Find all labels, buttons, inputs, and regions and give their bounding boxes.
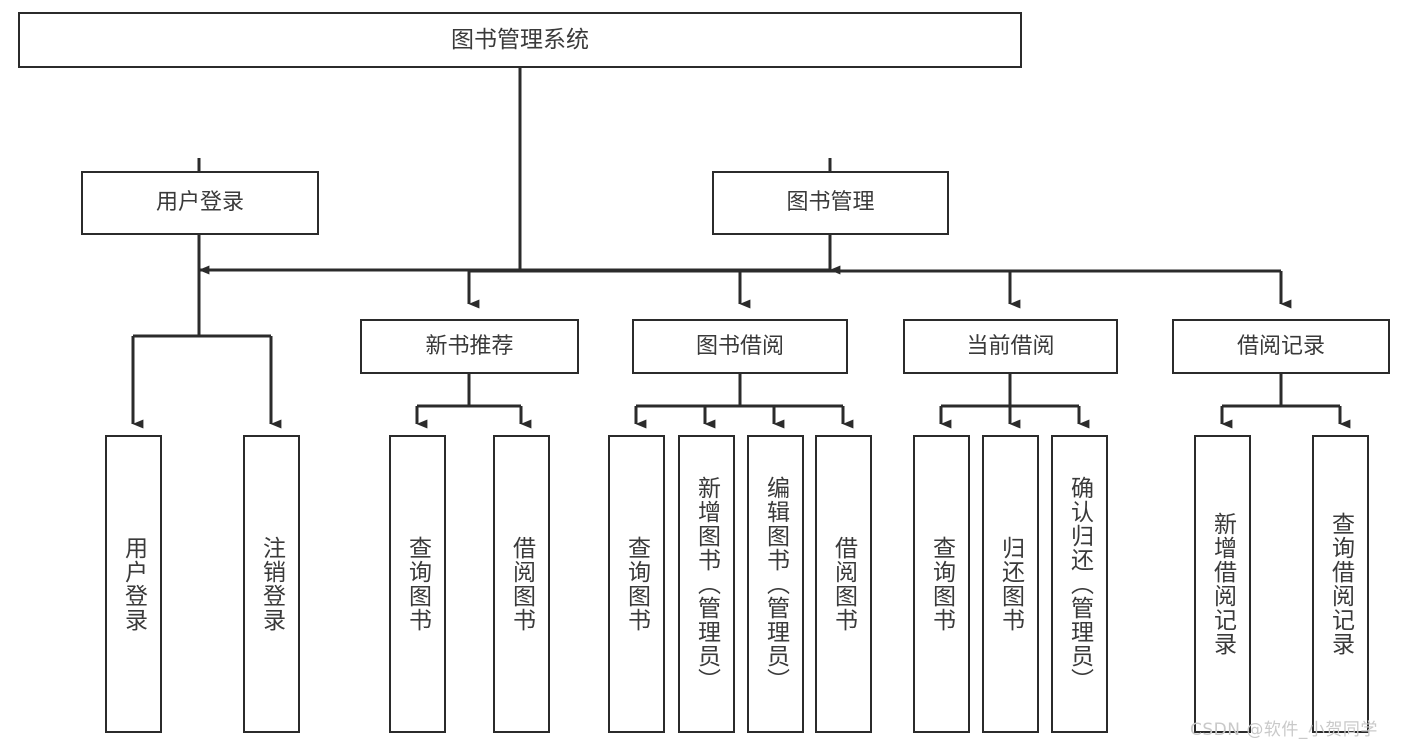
node-borrow-record[interactable]: 借阅记录 xyxy=(1172,319,1390,374)
node-leaf-edit-book-label: 编辑图书（管理员） xyxy=(762,476,789,692)
node-leaf-add-book-label: 新增图书（管理员） xyxy=(693,476,720,692)
node-leaf-add-record-label: 新增借阅记录 xyxy=(1209,512,1236,656)
node-leaf-edit-book[interactable]: 编辑图书（管理员） xyxy=(747,435,804,733)
node-leaf-add-record[interactable]: 新增借阅记录 xyxy=(1194,435,1251,733)
node-leaf-user-login[interactable]: 用户登录 xyxy=(105,435,162,733)
node-book-management-label: 图书管理 xyxy=(786,190,875,216)
node-leaf-borrow-book-2[interactable]: 借阅图书 xyxy=(815,435,872,733)
node-leaf-user-login-label: 用户登录 xyxy=(120,536,147,632)
node-current-borrow[interactable]: 当前借阅 xyxy=(903,319,1118,374)
node-leaf-borrow-book-1[interactable]: 借阅图书 xyxy=(493,435,550,733)
node-leaf-query-book-1[interactable]: 查询图书 xyxy=(389,435,446,733)
node-leaf-query-book-1-label: 查询图书 xyxy=(404,536,431,632)
node-leaf-logout[interactable]: 注销登录 xyxy=(243,435,300,733)
node-leaf-borrow-book-2-label: 借阅图书 xyxy=(830,536,857,632)
node-current-borrow-label: 当前借阅 xyxy=(966,333,1055,359)
node-book-borrow-label: 图书借阅 xyxy=(695,333,784,359)
node-leaf-add-book[interactable]: 新增图书（管理员） xyxy=(678,435,735,733)
node-leaf-query-book-3-label: 查询图书 xyxy=(928,536,955,632)
node-book-borrow[interactable]: 图书借阅 xyxy=(632,319,848,374)
node-user-login-label: 用户登录 xyxy=(155,190,244,216)
node-leaf-return-book[interactable]: 归还图书 xyxy=(982,435,1039,733)
node-leaf-query-book-3[interactable]: 查询图书 xyxy=(913,435,970,733)
node-new-book-recommend[interactable]: 新书推荐 xyxy=(360,319,579,374)
node-leaf-borrow-book-1-label: 借阅图书 xyxy=(508,536,535,632)
node-user-login[interactable]: 用户登录 xyxy=(81,171,319,235)
node-root-label: 图书管理系统 xyxy=(451,26,589,53)
node-leaf-query-book-2[interactable]: 查询图书 xyxy=(608,435,665,733)
node-leaf-return-book-label: 归还图书 xyxy=(997,536,1024,632)
node-leaf-query-book-2-label: 查询图书 xyxy=(623,536,650,632)
node-leaf-confirm-return[interactable]: 确认归还（管理员） xyxy=(1051,435,1108,733)
node-leaf-query-record[interactable]: 查询借阅记录 xyxy=(1312,435,1369,733)
node-book-management[interactable]: 图书管理 xyxy=(712,171,949,235)
node-leaf-query-record-label: 查询借阅记录 xyxy=(1327,512,1354,656)
node-new-book-recommend-label: 新书推荐 xyxy=(425,333,514,359)
node-borrow-record-label: 借阅记录 xyxy=(1236,333,1325,359)
node-leaf-confirm-return-label: 确认归还（管理员） xyxy=(1066,476,1093,692)
node-root[interactable]: 图书管理系统 xyxy=(18,12,1022,68)
csdn-watermark: CSDN @软件_小贺同学 xyxy=(1190,720,1378,740)
node-leaf-logout-label: 注销登录 xyxy=(258,536,285,632)
